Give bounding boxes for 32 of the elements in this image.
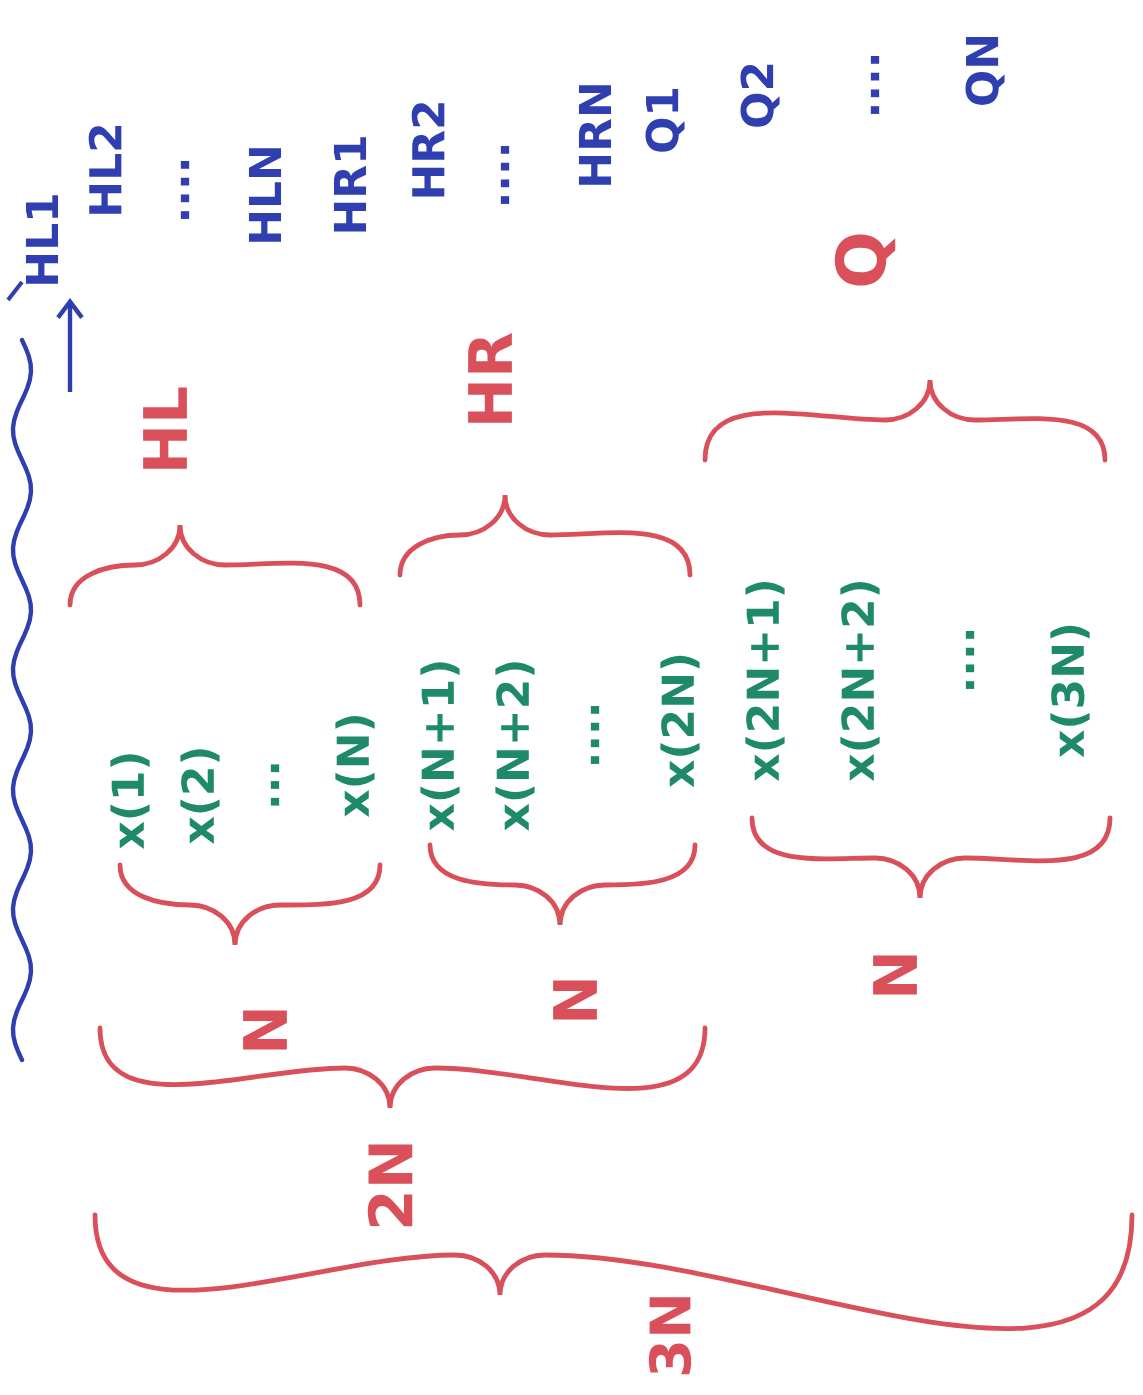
element-label: x(3N) (1050, 625, 1090, 758)
sequence-label: HR2 (411, 103, 445, 197)
brace-label: 2N (367, 1144, 413, 1227)
brace-label: HL (143, 387, 187, 469)
ellipsis: .... (965, 631, 975, 689)
ellipsis: ... (270, 764, 280, 806)
brace-label: N (243, 1010, 287, 1050)
ellipsis: .... (870, 56, 880, 114)
sequence-label: HRN (578, 85, 612, 185)
ellipsis: .... (500, 146, 510, 204)
brace-label: N (553, 980, 597, 1020)
sequence-label: HR1 (333, 137, 367, 232)
brace-label: 3N (648, 1297, 692, 1375)
ellipsis: .... (590, 706, 600, 764)
element-label: x(1) (110, 754, 150, 849)
sequence-label: HL2 (88, 126, 122, 214)
element-label: x(N+1) (420, 662, 460, 831)
brace-label: HR (468, 332, 512, 423)
element-label: x(2N) (660, 655, 700, 788)
element-label: x(N+2) (495, 662, 535, 831)
element-label: x(2N+2) (840, 581, 880, 782)
element-label: x(N) (335, 716, 375, 818)
sequence-label: Q1 (645, 89, 685, 152)
sequence-label: HL1 (25, 195, 59, 284)
brace-label: Q (834, 234, 896, 286)
sequence-label: QN (965, 36, 1005, 105)
element-label: x(2) (180, 749, 220, 844)
element-label: x(2N+1) (745, 581, 785, 782)
brace-label: N (873, 955, 917, 995)
sequence-label: Q2 (740, 64, 780, 127)
ellipsis: .... (180, 161, 190, 219)
sequence-label: HLN (248, 148, 282, 242)
